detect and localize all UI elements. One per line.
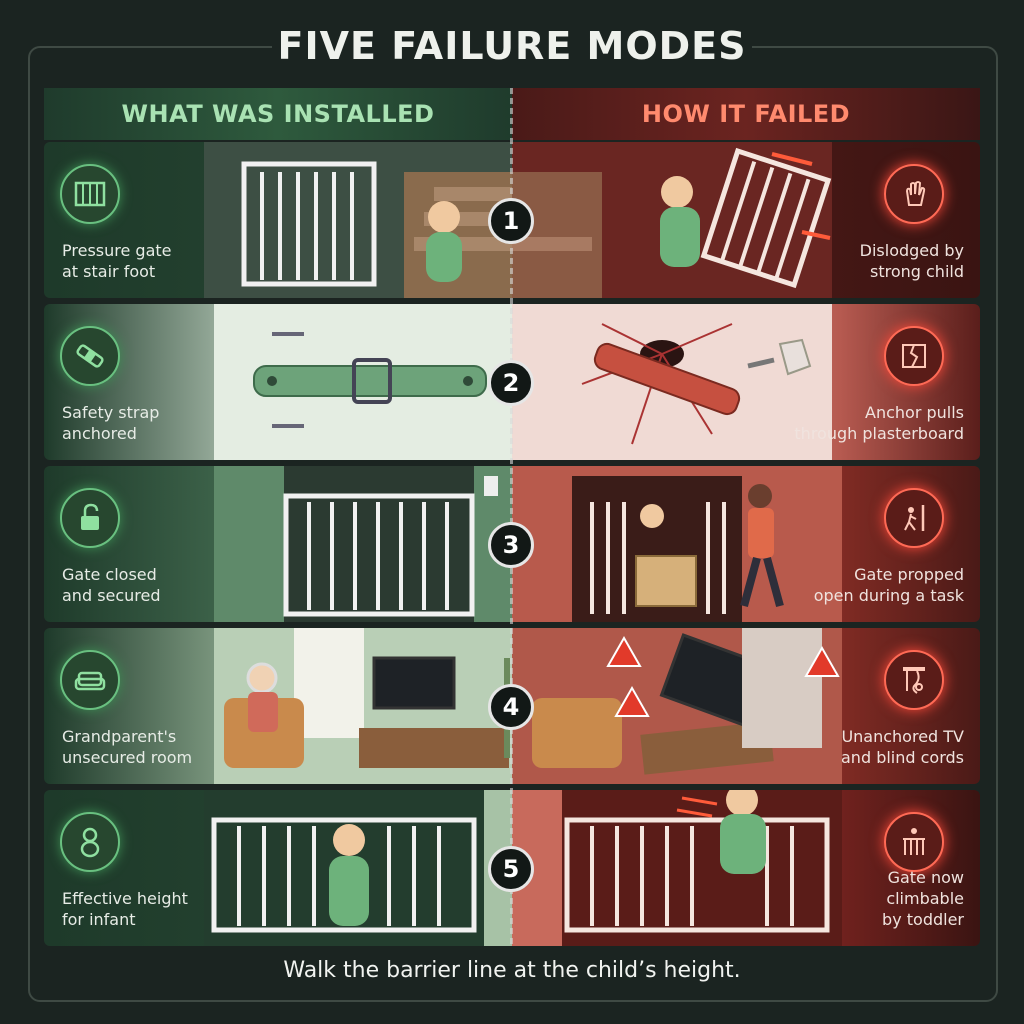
label-line: climbable	[886, 889, 964, 908]
label-line: open during a task	[813, 586, 964, 605]
label-line: unsecured room	[62, 748, 193, 767]
row-3-installed-panel: Gate closed and secured	[44, 466, 512, 622]
torn-anchor-scene	[512, 304, 832, 460]
infant-gate-scene	[204, 790, 512, 946]
row-3-failed-label: Gate propped open during a task	[764, 564, 964, 606]
failure-mode-row-1: Pressure gate at stair foot Dislodged	[44, 142, 980, 298]
row-4-installed-label: Grandparent's unsecured room	[62, 726, 222, 768]
closed-gate-scene	[214, 466, 512, 622]
failure-mode-row-4: Grandparent's unsecured room Unanchored …	[44, 628, 980, 784]
label-line: Grandparent's	[62, 727, 177, 746]
strap-icon	[60, 326, 120, 386]
row-2-failed-panel: Anchor pulls through plasterboard	[512, 304, 980, 460]
hand-push-icon	[884, 164, 944, 224]
row-3-installed-label: Gate closed and secured	[62, 564, 222, 606]
row-2-number-badge: 2	[488, 360, 534, 406]
row-4-failed-panel: Unanchored TV and blind cords	[512, 628, 980, 784]
label-line: Dislodged by	[859, 241, 964, 260]
row-2-failed-label: Anchor pulls through plasterboard	[764, 402, 964, 444]
column-divider	[510, 88, 513, 944]
row-3-number-badge: 3	[488, 522, 534, 568]
grandparent-room-scene	[214, 628, 512, 784]
row-1-installed-label: Pressure gate at stair foot	[62, 240, 222, 282]
row-5-failed-label: Gate now climbable by toddler	[764, 867, 964, 930]
row-2-installed-panel: Safety strap anchored	[44, 304, 512, 460]
row-4-number-badge: 4	[488, 684, 534, 730]
row-4-failed-label: Unanchored TV and blind cords	[764, 726, 964, 768]
row-1-number-badge: 1	[488, 198, 534, 244]
label-line: Pressure gate	[62, 241, 172, 260]
row-4-installed-panel: Grandparent's unsecured room	[44, 628, 512, 784]
climbing-child-icon	[884, 812, 944, 872]
installed-column-header: WHAT WAS INSTALLED	[44, 88, 512, 140]
label-line: Safety strap	[62, 403, 160, 422]
row-3-failed-panel: Gate propped open during a task	[512, 466, 980, 622]
padlock-icon	[60, 488, 120, 548]
label-line: Gate propped	[854, 565, 964, 584]
baby-icon	[60, 812, 120, 872]
row-1-installed-panel: Pressure gate at stair foot	[44, 142, 512, 298]
title-gap	[272, 36, 752, 60]
footer-message: Walk the barrier line at the child’s hei…	[283, 958, 741, 983]
label-line: anchored	[62, 424, 137, 443]
broken-wall-icon	[884, 326, 944, 386]
label-line: Gate now	[887, 868, 964, 887]
label-line: by toddler	[882, 910, 964, 929]
row-5-installed-label: Effective height for infant	[62, 888, 222, 930]
armchair-icon	[60, 650, 120, 710]
blind-cord-icon	[884, 650, 944, 710]
climbing-toddler-scene	[512, 790, 842, 946]
open-door-icon	[884, 488, 944, 548]
label-line: Anchor pulls	[865, 403, 964, 422]
failure-mode-row-2: Safety strap anchored Anchor pulls throu…	[44, 304, 980, 460]
label-line: Unanchored TV	[841, 727, 964, 746]
label-line: for infant	[62, 910, 136, 929]
gate-icon	[60, 164, 120, 224]
page-title: FIVE FAILURE MODES	[277, 24, 747, 68]
label-line: strong child	[870, 262, 964, 281]
unanchored-tv-scene	[512, 628, 842, 784]
row-1-failed-label: Dislodged by strong child	[764, 240, 964, 282]
row-1-failed-panel: Dislodged by strong child	[512, 142, 980, 298]
label-line: Gate closed	[62, 565, 157, 584]
label-line: and secured	[62, 586, 161, 605]
row-5-failed-panel: Gate now climbable by toddler	[512, 790, 980, 946]
row-2-installed-label: Safety strap anchored	[62, 402, 222, 444]
label-line: Effective height	[62, 889, 188, 908]
label-line: at stair foot	[62, 262, 156, 281]
row-5-installed-panel: Effective height for infant	[44, 790, 512, 946]
stair-gate-scene	[204, 142, 512, 298]
row-5-number-badge: 5	[488, 846, 534, 892]
label-line: and blind cords	[841, 748, 964, 767]
dislodged-gate-scene	[512, 142, 832, 298]
failed-column-header: HOW IT FAILED	[512, 88, 980, 140]
label-line: through plasterboard	[794, 424, 964, 443]
failure-mode-row-5: Effective height for infant Gate now cli…	[44, 790, 980, 946]
propped-gate-scene	[512, 466, 842, 622]
anchored-strap-scene	[214, 304, 512, 460]
failure-mode-row-3: Gate closed and secured Gate propped ope…	[44, 466, 980, 622]
